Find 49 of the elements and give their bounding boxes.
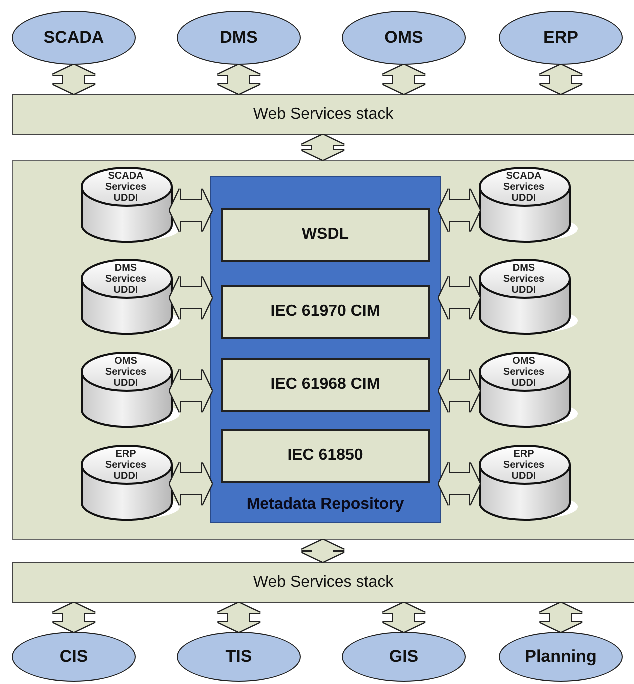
database-cylinder	[478, 167, 578, 245]
standard-label: WSDL	[302, 226, 350, 244]
cylinder-label: OMS Services UDDI	[502, 356, 546, 389]
standard-label: IEC 61970 CIM	[270, 303, 380, 321]
standard-box	[221, 429, 430, 483]
standard-label: IEC 61968 CIM	[270, 376, 380, 394]
double-arrow	[218, 603, 260, 632]
cylinder-label: ERP Services UDDI	[502, 449, 546, 482]
band-label: Web Services stack	[253, 106, 394, 124]
double-arrow	[302, 540, 344, 562]
band-label: Web Services stack	[253, 574, 394, 592]
double-arrow	[218, 65, 260, 94]
cylinder-label: DMS Services UDDI	[104, 263, 148, 296]
standard-label: IEC 61850	[288, 447, 364, 465]
double-arrow	[383, 603, 425, 632]
double-arrow	[302, 135, 344, 160]
system-label: Planning	[525, 647, 597, 667]
web-services-band	[12, 94, 634, 135]
double-arrow	[540, 603, 582, 632]
database-cylinder	[80, 167, 180, 245]
cylinder-label: SCADA Services UDDI	[104, 171, 148, 204]
standard-box	[221, 285, 430, 339]
system-label: TIS	[226, 647, 252, 667]
system-label: CIS	[60, 647, 88, 667]
double-arrow	[53, 603, 95, 632]
system-label: OMS	[384, 28, 424, 48]
cylinder-label: DMS Services UDDI	[502, 263, 546, 296]
cylinder-label: SCADA Services UDDI	[502, 171, 546, 204]
cylinder-label: OMS Services UDDI	[104, 356, 148, 389]
database-cylinder	[80, 259, 180, 337]
double-arrow	[53, 65, 95, 94]
standard-box	[221, 358, 430, 412]
system-label: SCADA	[44, 28, 104, 48]
cylinder-label: ERP Services UDDI	[104, 449, 148, 482]
database-cylinder	[80, 352, 180, 430]
metadata-repository-box	[210, 176, 441, 523]
database-cylinder	[478, 259, 578, 337]
database-cylinder	[478, 445, 578, 523]
repository-panel	[12, 160, 634, 540]
system-label: GIS	[389, 647, 419, 667]
database-cylinder	[478, 352, 578, 430]
system-label: ERP	[544, 28, 578, 48]
double-arrow	[540, 65, 582, 94]
database-cylinder	[80, 445, 180, 523]
web-services-band	[12, 562, 634, 603]
double-arrow	[383, 65, 425, 94]
standard-box	[221, 208, 430, 262]
system-label: DMS	[220, 28, 258, 48]
repository-label: Metadata Repository	[246, 496, 406, 514]
